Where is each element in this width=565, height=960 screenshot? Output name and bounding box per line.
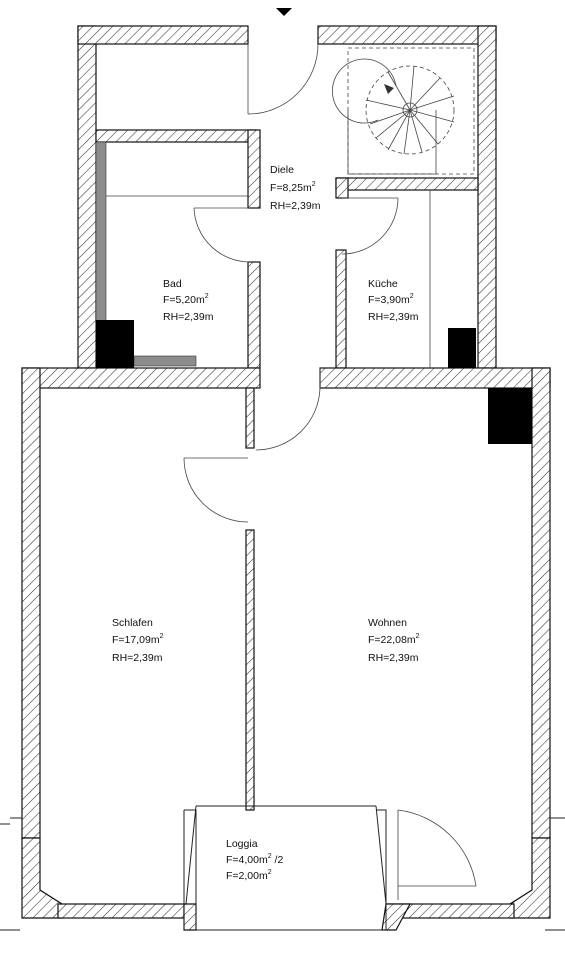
area-unit-exp: 2 [410, 293, 414, 300]
svg-text:F=2,00m2: F=2,00m2 [226, 869, 272, 882]
room-label-bad: Bad F=5,20m2 RH=2,39m [163, 278, 214, 323]
walls [21, 25, 551, 931]
fixtures [95, 141, 532, 444]
area-unit-exp: 2 [268, 853, 272, 860]
area-unit-exp: 2 [205, 293, 209, 300]
room-name: Loggia [226, 838, 258, 850]
svg-text:F=8,25m2: F=8,25m2 [270, 181, 316, 194]
room-name: Küche [368, 278, 398, 290]
room-area: F=8,25m [270, 182, 312, 194]
room-height: RH=2,39m [112, 652, 163, 664]
area-unit-exp: 2 [160, 633, 164, 640]
room-area: F=3,90m [368, 294, 410, 306]
wall-outlines [0, 805, 565, 931]
area-unit-exp: 2 [416, 633, 420, 640]
room-height: RH=2,39m [368, 311, 419, 323]
room-label-wohnen: Wohnen F=22,08m2 RH=2,39m [368, 617, 420, 664]
room-height: RH=2,39m [270, 200, 321, 212]
room-label-schlafen: Schlafen F=17,09m2 RH=2,39m [112, 617, 164, 664]
room-name: Bad [163, 278, 182, 290]
svg-text:F=4,00m2 /2: F=4,00m2 /2 [226, 853, 283, 866]
room-label-loggia: Loggia F=4,00m2 /2 F=2,00m2 [226, 838, 283, 882]
room-label-diele: Diele F=8,25m2 RH=2,39m [270, 164, 321, 212]
area-unit-exp: 2 [268, 869, 272, 876]
room-area: F=22,08m [368, 634, 416, 646]
svg-text:F=3,90m2: F=3,90m2 [368, 293, 414, 306]
room-area: F=4,00m [226, 854, 268, 866]
room-height: RH=2,39m [163, 311, 214, 323]
svg-text:F=22,08m2: F=22,08m2 [368, 633, 420, 646]
room-name: Diele [270, 164, 294, 176]
svg-text:F=17,09m2: F=17,09m2 [112, 633, 164, 646]
area-unit-exp: 2 [312, 181, 316, 188]
room-height: RH=2,39m [368, 652, 419, 664]
room-area: F=5,20m [163, 294, 205, 306]
spiral-stair-icon [332, 47, 475, 175]
doors [183, 43, 477, 900]
svg-text:F=5,20m2: F=5,20m2 [163, 293, 209, 306]
entrance-arrow-icon [276, 8, 292, 16]
room-name: Wohnen [368, 617, 407, 629]
room-area-half: F=2,00m [226, 870, 268, 882]
room-area: F=17,09m [112, 634, 160, 646]
room-name: Schlafen [112, 617, 153, 629]
room-label-kueche: Küche F=3,90m2 RH=2,39m [368, 278, 419, 323]
area-suffix: /2 [272, 854, 284, 866]
